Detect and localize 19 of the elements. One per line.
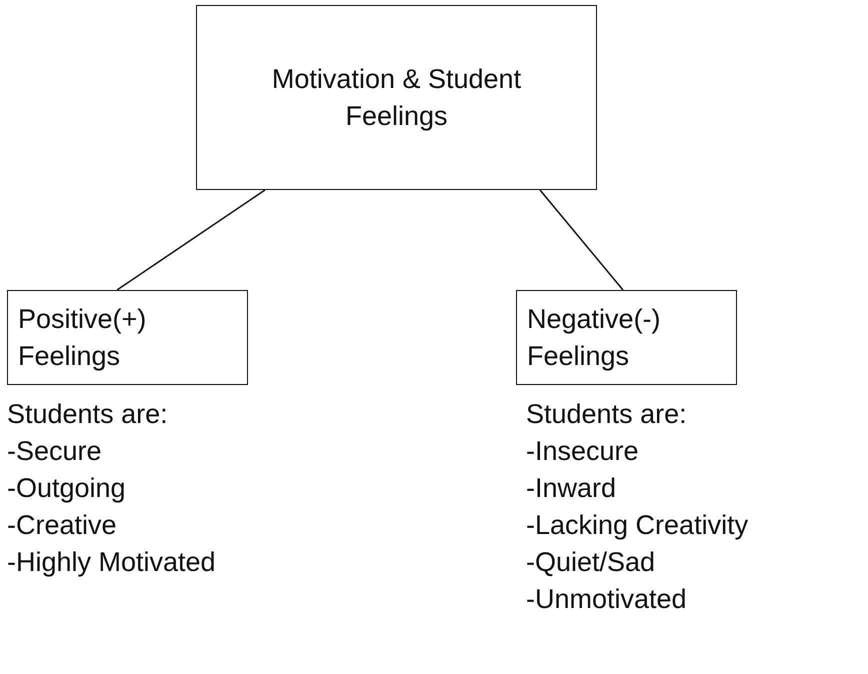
list-item: -Unmotivated xyxy=(526,583,688,616)
list-item: -Insecure xyxy=(526,435,640,468)
list-item: -Quiet/Sad xyxy=(526,546,656,579)
text-box xyxy=(516,290,737,385)
list-item: -Secure xyxy=(7,435,103,468)
text-box xyxy=(7,290,248,385)
box-label: Positive(+) Feelings xyxy=(18,302,148,373)
box-label: Motivation & Student Feelings xyxy=(272,62,522,133)
list-item: Students are: xyxy=(7,398,169,431)
list-item: -Inward xyxy=(526,472,618,505)
list-item: -Creative xyxy=(7,509,118,542)
list-item: Students are: xyxy=(526,398,688,431)
connector-line xyxy=(116,189,266,291)
list-item: -Lacking Creativity xyxy=(526,509,748,542)
list-item: -Highly Motivated xyxy=(7,546,216,579)
list-item: -Outgoing xyxy=(7,472,127,505)
connector-line xyxy=(539,190,624,290)
text-box xyxy=(196,5,597,190)
box-label: Negative(-) Feelings xyxy=(527,302,662,373)
